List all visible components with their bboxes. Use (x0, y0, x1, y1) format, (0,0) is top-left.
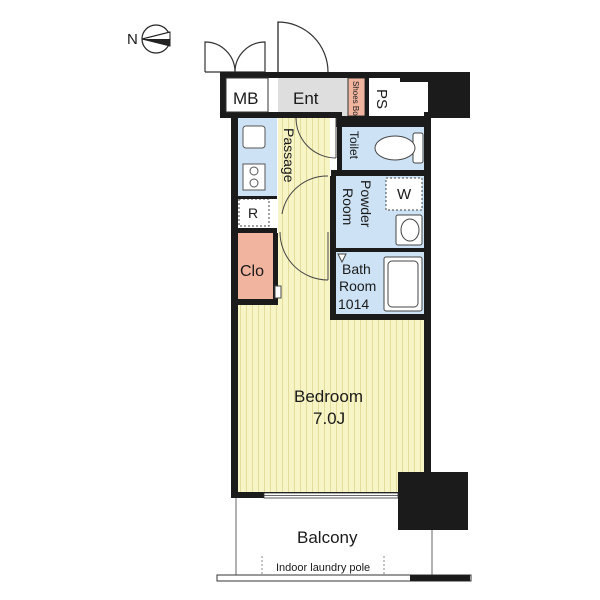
bedroom-size-label: 7.0J (313, 409, 345, 428)
washer-label: W (397, 186, 412, 203)
entrance-label: Ent (293, 89, 319, 108)
passage-floor (278, 118, 330, 308)
compass: N (127, 24, 171, 54)
entrance-doors (204, 21, 329, 73)
meter-box-label: MB (233, 89, 259, 108)
stove-icon (242, 163, 266, 191)
toilet-label: Toilet (347, 131, 361, 160)
closet (237, 233, 273, 299)
powder-room-label-line1: Powder (358, 180, 374, 228)
pipe-space-label: PS (373, 89, 390, 109)
kitchen-sink (242, 125, 266, 149)
balcony (216, 498, 472, 582)
laundry-pole-label: Indoor laundry pole (276, 562, 370, 574)
closet-label: Clo (240, 263, 264, 280)
powder-room-label-line2: Room (340, 188, 356, 225)
bath-room-label-line2: Room (339, 278, 376, 294)
bedroom-label: Bedroom (294, 387, 363, 406)
bath-room-label-line3: 1014 (338, 296, 369, 312)
shoes-box-label: Shoes Box (351, 81, 360, 120)
entrance-floor (278, 78, 348, 116)
vanity-basin-icon (395, 214, 423, 246)
balcony-label: Balcony (297, 528, 358, 547)
refrigerator-label: R (248, 205, 258, 221)
pipe-space (369, 78, 400, 116)
compass-north-label: N (127, 31, 138, 48)
interior-doors (274, 117, 347, 299)
refrigerator-space (238, 198, 270, 227)
passage-label: Passage (281, 128, 297, 183)
washer-space (385, 177, 423, 211)
meter-box (225, 77, 269, 113)
bedroom-window (263, 492, 399, 499)
bathtub-icon (383, 256, 423, 312)
toilet-icon (374, 132, 424, 164)
bath-room-label-line1: Bath (342, 261, 371, 277)
bedroom-floor (237, 305, 425, 493)
